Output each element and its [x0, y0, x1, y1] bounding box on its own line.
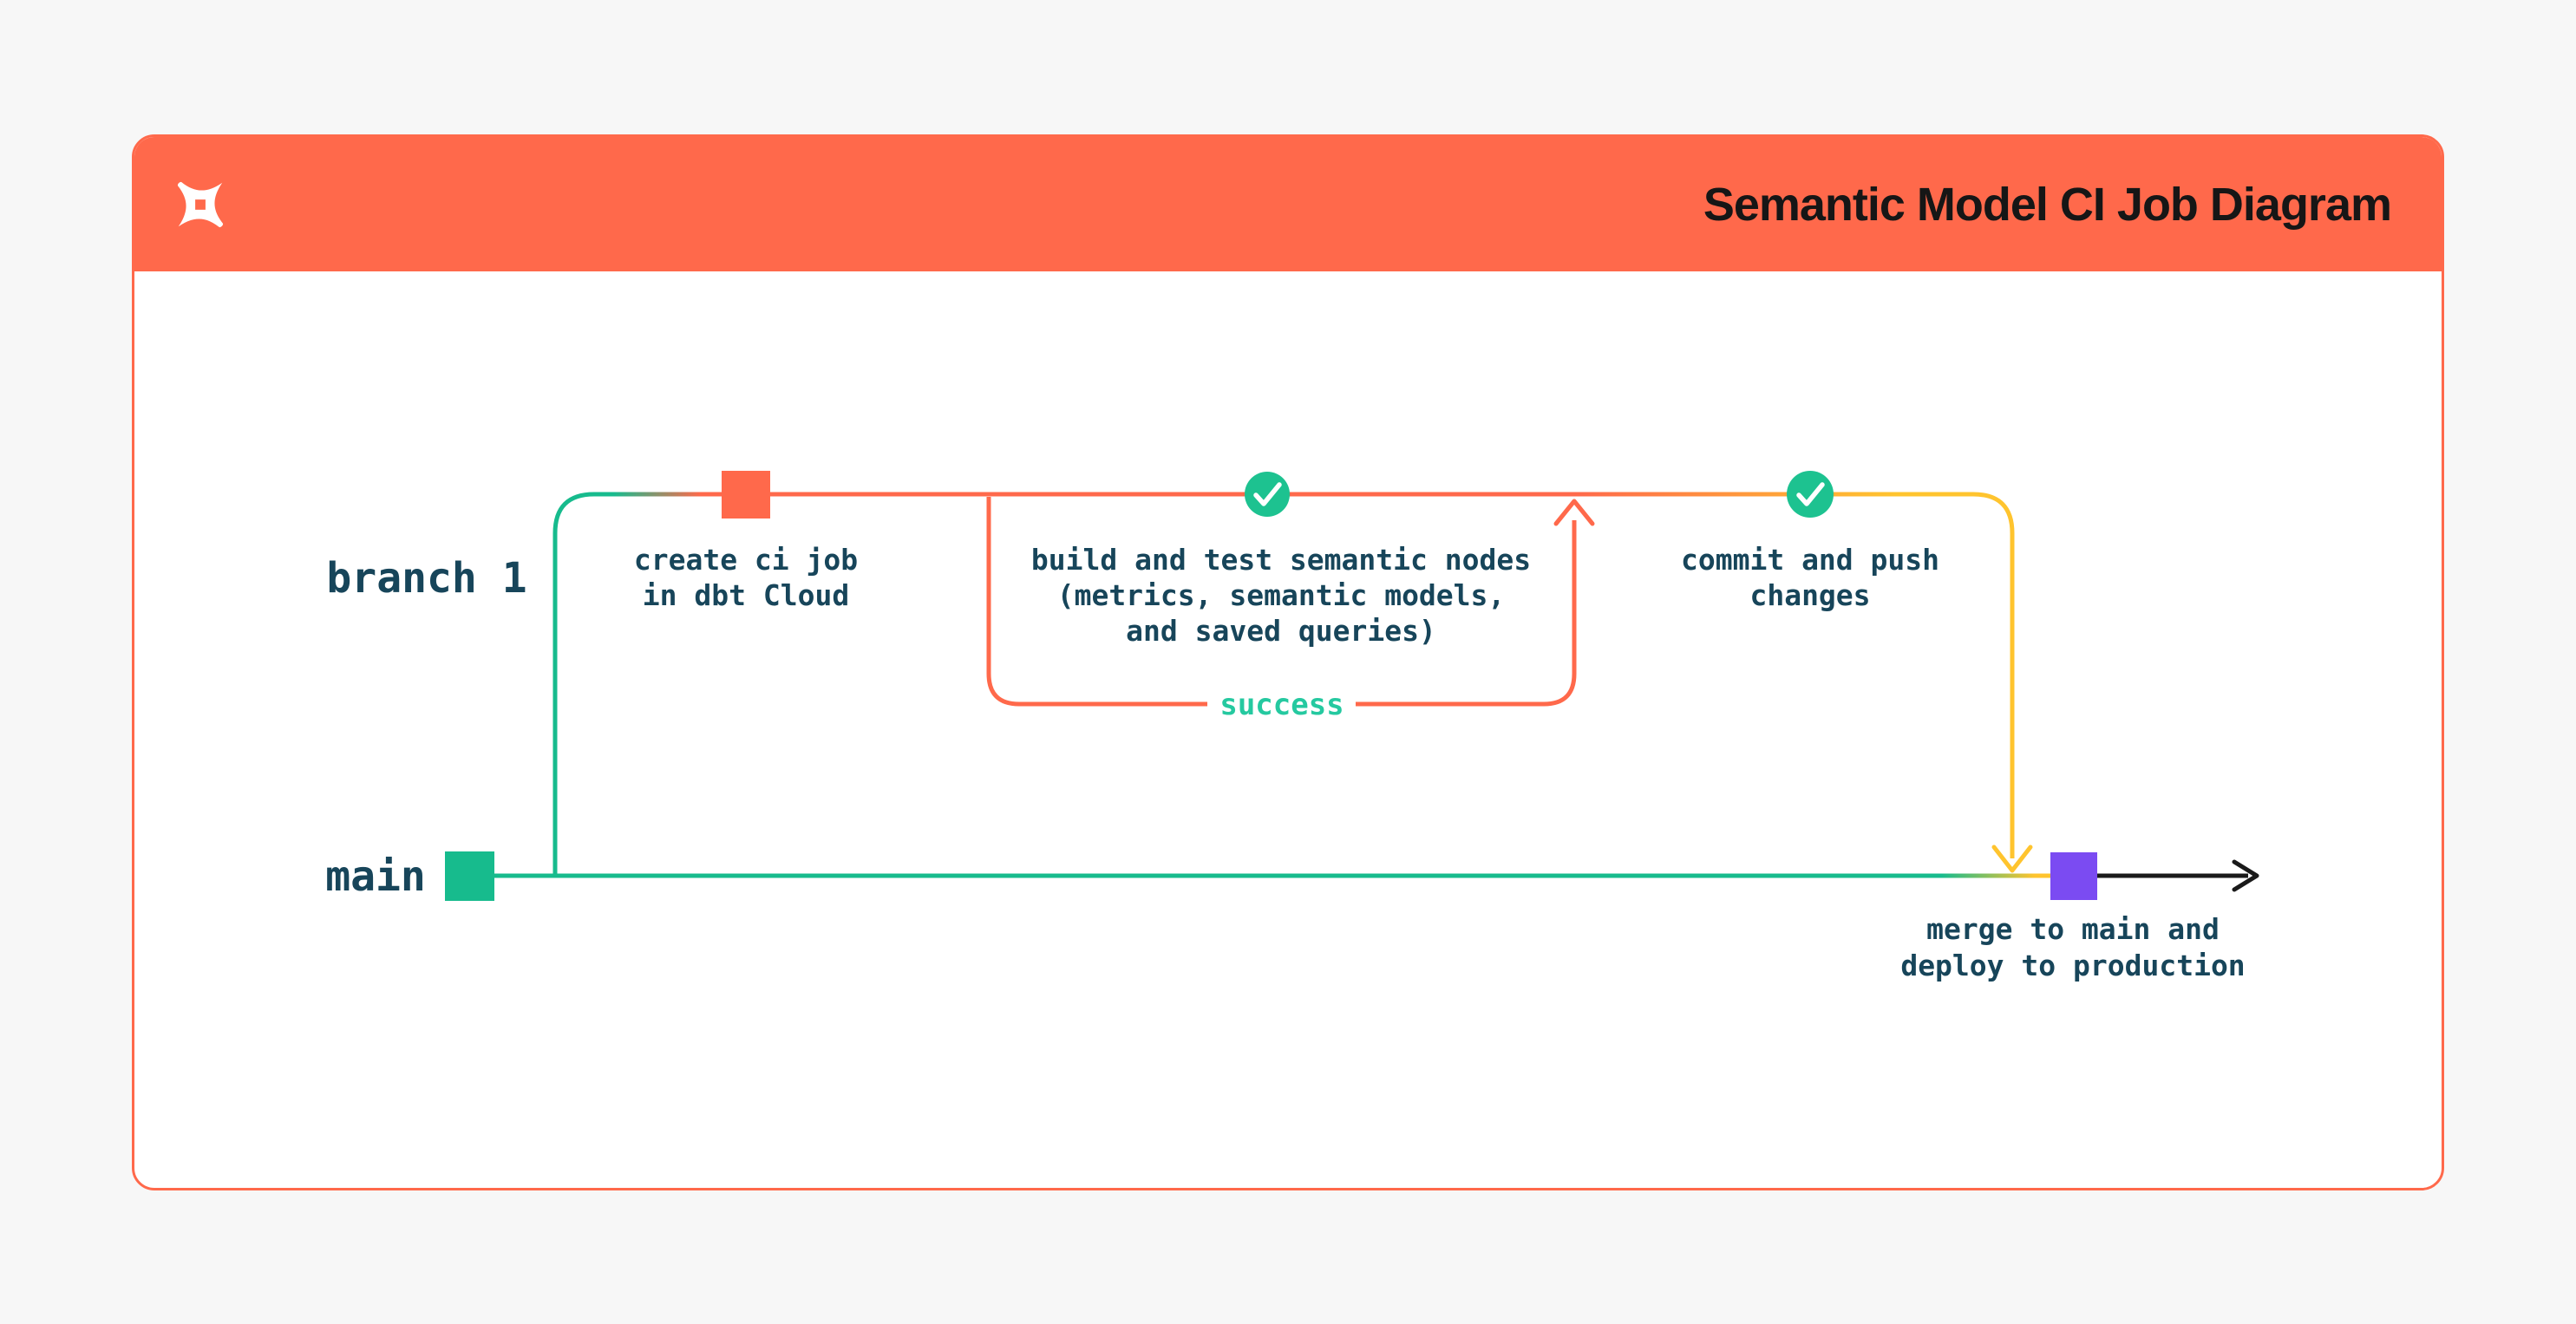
commit-push-line1: commit and push — [1680, 543, 1940, 577]
merge-label: merge to main and deploy to production — [1900, 911, 2245, 984]
merge-line1: merge to main and — [1926, 912, 2220, 946]
build-test-line3: and saved queries) — [1126, 614, 1436, 648]
diagram-card: Semantic Model CI Job Diagram — [132, 134, 2444, 1190]
create-ci-job-commit-node — [722, 471, 770, 519]
create-ci-job-label: create ci job in dbt Cloud — [634, 542, 858, 613]
production-arrow-head-icon — [2232, 859, 2259, 892]
create-ci-job-line1: create ci job — [633, 543, 859, 577]
build-test-line2: (metrics, semantic models, — [1056, 578, 1506, 612]
success-loop-right — [1356, 520, 1577, 707]
main-start-commit-node — [445, 851, 494, 901]
main-label: main — [325, 852, 426, 901]
success-loop-up-arrow-icon — [1553, 499, 1595, 526]
merge-line2: deploy to production — [1900, 949, 2246, 982]
merge-down-arrow-icon — [1991, 845, 2033, 873]
success-label: success — [1219, 688, 1344, 722]
build-test-check-icon — [1245, 472, 1290, 517]
success-loop-left — [986, 497, 1207, 707]
commit-push-line2: changes — [1749, 578, 1871, 612]
build-test-line1: build and test semantic nodes — [1030, 543, 1532, 577]
branch-1-label: branch 1 — [326, 554, 527, 603]
merge-commit-node — [2050, 852, 2097, 900]
create-ci-job-line2: in dbt Cloud — [642, 578, 850, 612]
build-test-label: build and test semantic nodes (metrics, … — [1031, 542, 1531, 649]
commit-push-check-icon — [1787, 471, 1834, 518]
dbt-logo-icon — [177, 181, 224, 227]
commit-push-label: commit and push changes — [1681, 542, 1939, 613]
card-header: Semantic Model CI Job Diagram — [134, 137, 2442, 271]
page-title: Semantic Model CI Job Diagram — [1703, 178, 2392, 231]
